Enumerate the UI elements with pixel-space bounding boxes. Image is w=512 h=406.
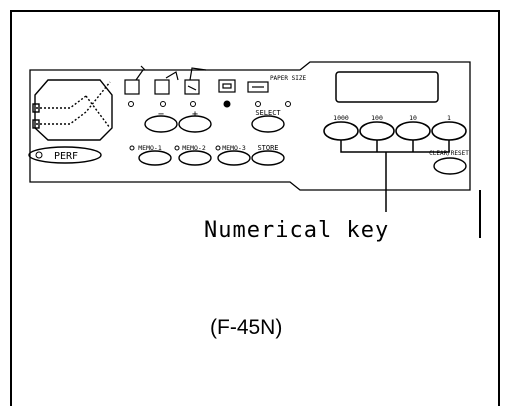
numerical-key-callout: Numerical key (204, 218, 390, 243)
memo-3-label: MEMO-3 (222, 144, 246, 152)
select-button[interactable]: SELECT (251, 109, 285, 133)
minus-button[interactable]: − (144, 109, 178, 133)
control-panel-outline (29, 61, 471, 191)
memo-1-button[interactable]: MEMO-1 (129, 144, 172, 166)
clear-reset-label: CLEAR/RESET (429, 150, 469, 157)
paper-path-icon (32, 79, 113, 141)
memo-2-label: MEMO-2 (182, 144, 206, 152)
numeric-key-10[interactable]: 10 (395, 114, 431, 141)
memo-3-button[interactable]: MEMO-3 (215, 144, 251, 166)
numeric-key-10-label: 10 (409, 114, 417, 122)
clear-reset-button[interactable]: CLEAR/RESET (429, 150, 469, 175)
plus-label: + (192, 109, 198, 120)
minus-label: − (158, 109, 164, 120)
numeric-key-100-label: 100 (371, 114, 383, 122)
mode-icon-4 (218, 79, 236, 93)
numeric-key-1000[interactable]: 1000 (323, 114, 359, 141)
mode-icon-1 (124, 65, 146, 95)
numeric-key-1[interactable]: 1 (431, 114, 467, 141)
perf-button[interactable]: PERF (28, 146, 102, 164)
memo-1-label: MEMO-1 (138, 144, 162, 152)
indicator-lamps (128, 100, 291, 108)
figure-frame (10, 10, 500, 406)
memo-2-button[interactable]: MEMO-2 (174, 144, 212, 166)
callout-bracket (340, 140, 450, 212)
select-label: SELECT (255, 109, 281, 117)
store-button[interactable]: STORE (251, 144, 285, 166)
mode-icon-5 (247, 81, 269, 93)
display-window (335, 71, 439, 103)
numeric-key-1000-label: 1000 (333, 114, 349, 122)
store-label: STORE (257, 144, 278, 152)
paper-size-label: PAPER SIZE (270, 75, 307, 82)
numeric-key-100[interactable]: 100 (359, 114, 395, 141)
figure-caption: (F-45N) (210, 316, 283, 339)
plus-button[interactable]: + (178, 109, 212, 133)
perf-label: PERF (54, 151, 78, 162)
mode-icon-3 (184, 67, 207, 95)
numeric-key-1-label: 1 (447, 114, 451, 122)
mode-icon-2 (154, 71, 179, 95)
control-panel-diagram: PERF PAPER SIZE − + SELECT (28, 61, 481, 238)
